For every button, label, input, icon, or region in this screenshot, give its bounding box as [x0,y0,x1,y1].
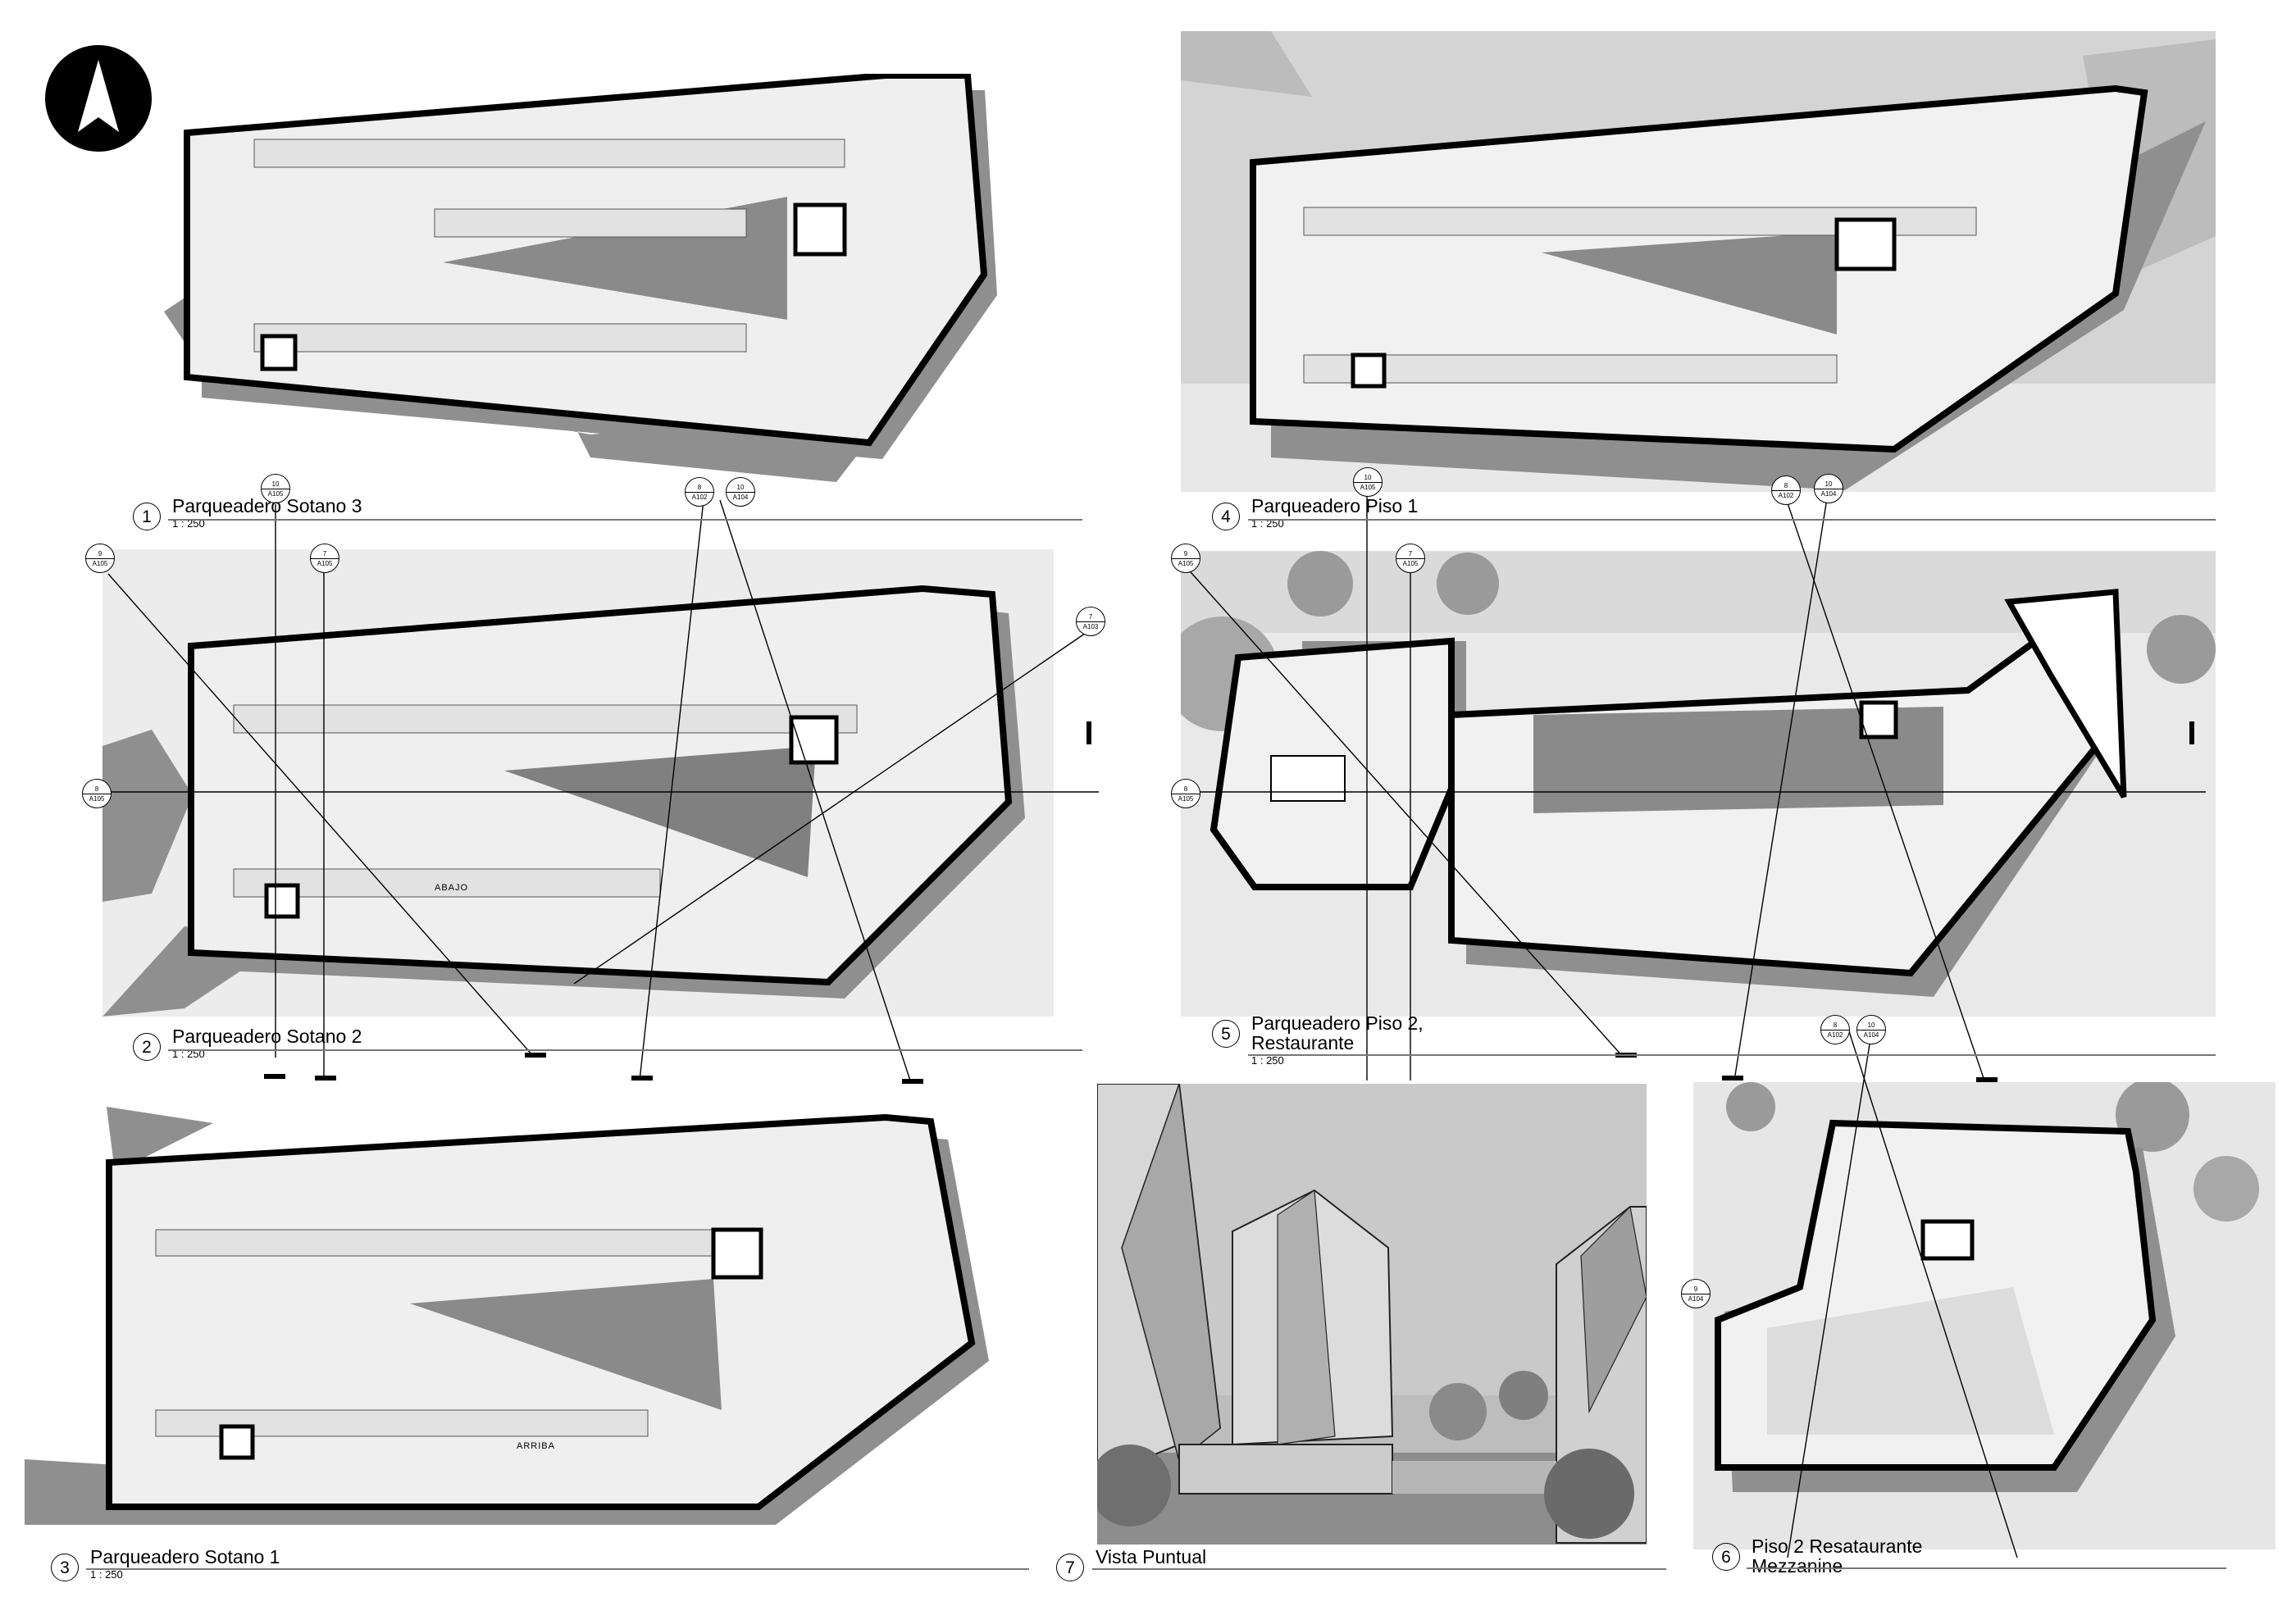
plan-sotano-2 [102,549,1054,1017]
plan-name: Parqueadero Sotano 1 [90,1546,280,1567]
plan-title-4: 4 Parqueadero Piso 1 1 : 250 [1212,496,1418,530]
plan-title-2: 2 Parqueadero Sotano 2 1 : 250 [133,1026,362,1061]
plan-name: Parqueadero Sotano 2 [172,1026,362,1047]
plan-scale: 1 : 250 [1251,517,1284,530]
note-arriba: ARRIBA [517,1441,555,1451]
plan-title-3: 3 Parqueadero Sotano 1 1 : 250 [51,1547,280,1581]
plan-mezzanine [1693,1082,2276,1549]
plan-name: Piso 2 Resataurante Mezzanine [1752,1535,1923,1576]
plan-title-1: 1 Parqueadero Sotano 3 1 : 250 [133,496,362,530]
title-rule [1747,1567,2226,1569]
plan-title-5: 5 Parqueadero Piso 2, Restaurante 1 : 25… [1212,1013,1424,1067]
title-rule [168,1049,1082,1051]
plan-title-7: 7 Vista Puntual [1056,1547,1206,1581]
plan-name: Parqueadero Piso 1 [1251,495,1419,516]
north-arrow-icon [45,45,152,152]
plan-sotano-1 [25,1082,1033,1525]
plan-number: 4 [1212,503,1240,530]
plan-number: 6 [1712,1543,1740,1571]
plan-name: Parqueadero Piso 2, Restaurante [1251,1012,1424,1053]
plan-piso-2-restaurante [1181,551,2216,1017]
plan-number: 2 [133,1033,161,1061]
plan-scale: 1 : 250 [172,517,205,530]
plan-scale: 1 : 250 [90,1568,123,1581]
plan-number: 5 [1212,1020,1240,1048]
plan-number: 3 [51,1554,79,1581]
plan-scale: 1 : 250 [172,1048,205,1060]
title-rule [1092,1568,1666,1570]
plan-piso-1 [1181,31,2216,492]
plan-name: Parqueadero Sotano 3 [172,495,362,516]
plan-scale: 1 : 250 [1251,1054,1284,1067]
plan-sotano-3 [164,74,1050,500]
plan-number: 1 [133,503,161,530]
plan-number: 7 [1056,1554,1084,1581]
note-abajo: ABAJO [435,883,469,893]
view-vista-puntual [1097,1084,1647,1545]
title-rule [168,519,1082,521]
title-rule [1248,1054,2216,1056]
plan-title-6: 6 Piso 2 Resataurante Mezzanine [1712,1536,1922,1577]
title-rule [1248,519,2216,521]
title-rule [86,1568,1029,1570]
plan-name: Vista Puntual [1096,1546,1207,1567]
